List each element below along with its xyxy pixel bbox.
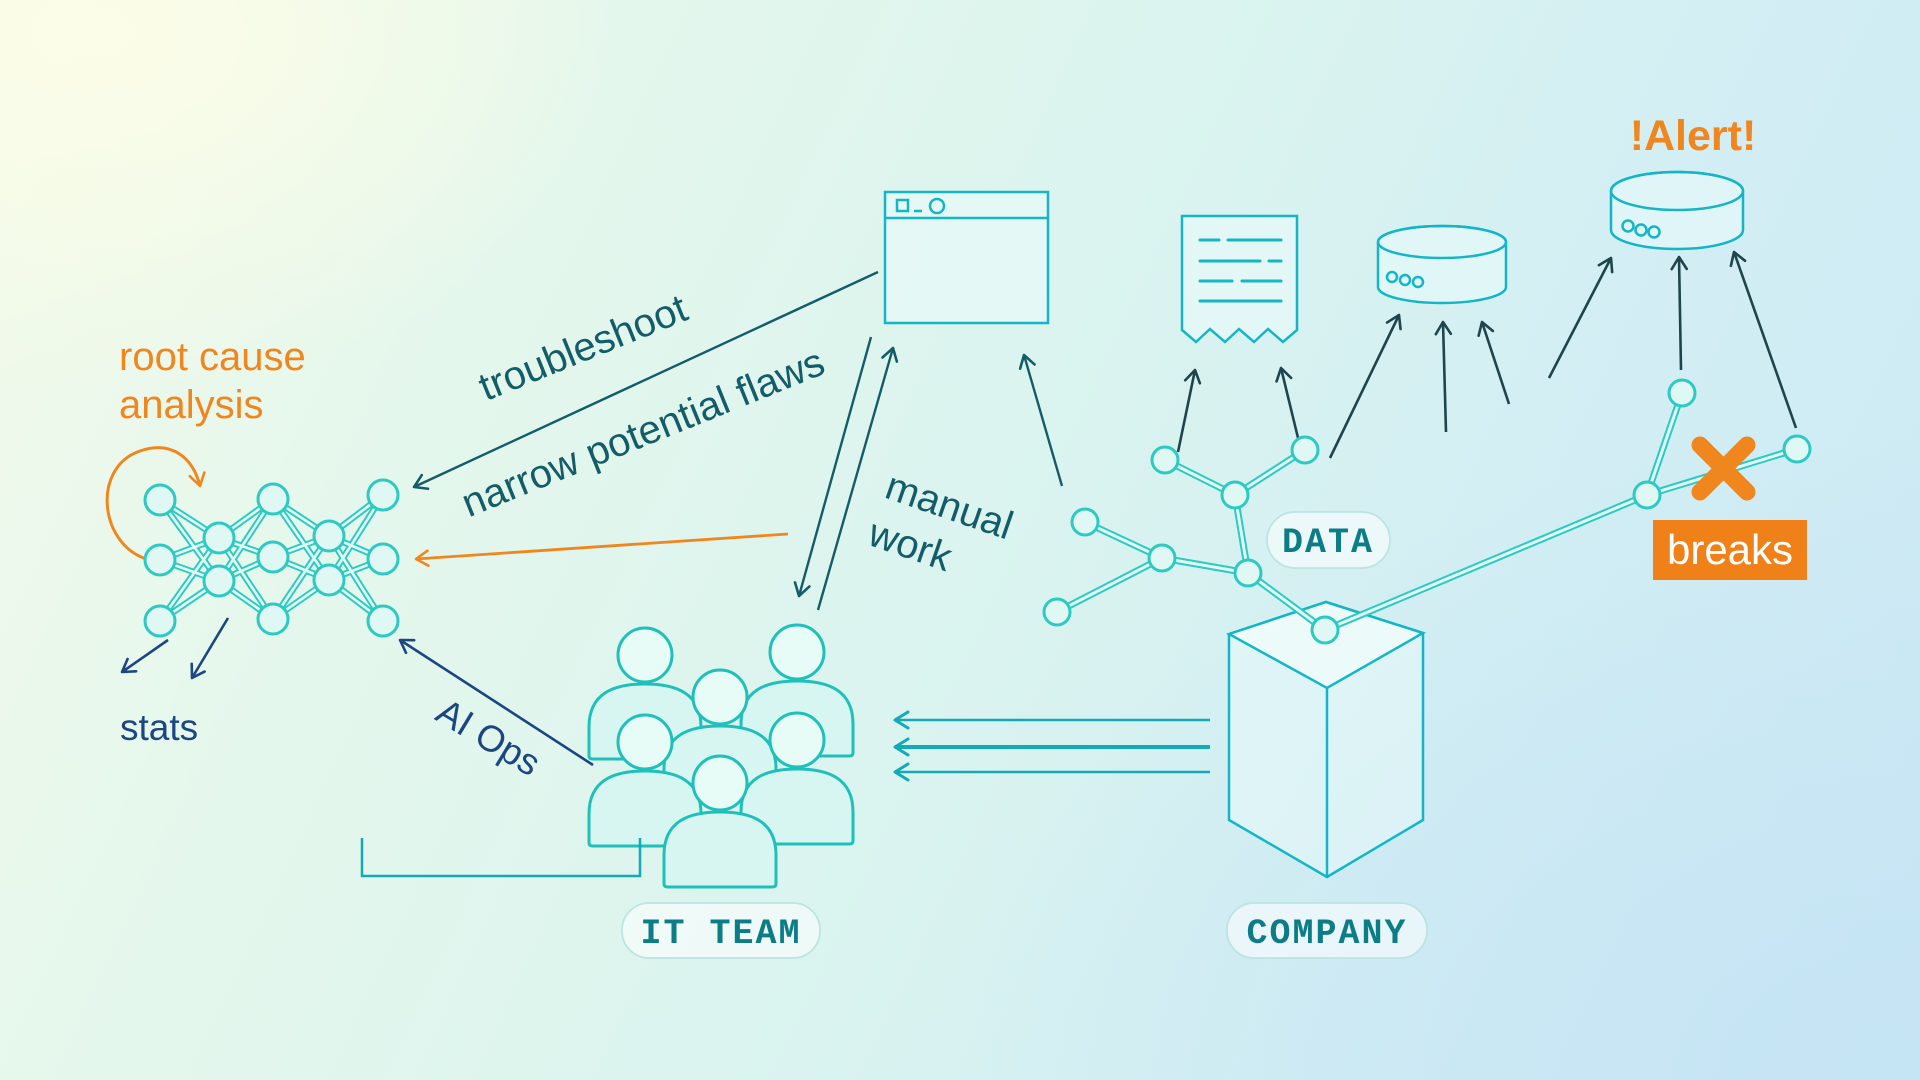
data-network-icon <box>1053 389 1801 634</box>
troubleshoot-arrow <box>412 270 879 491</box>
company-cube-icon <box>1225 600 1427 879</box>
feedback-arrow <box>414 532 789 567</box>
dg-node <box>1070 507 1100 537</box>
database-alert-icon <box>1609 170 1745 251</box>
nn-node <box>143 543 177 577</box>
manual-work-arrow-up <box>816 346 899 611</box>
company-to-team-arrows <box>893 710 1210 782</box>
data-pill: DATA <box>1266 511 1391 569</box>
dg-node <box>1042 597 1072 627</box>
nn-node <box>202 564 236 598</box>
dg-node <box>1667 378 1697 408</box>
aiops-label: AI Ops <box>429 691 547 784</box>
dg-node <box>1233 558 1263 588</box>
company-pill-label: COMPANY <box>1246 914 1407 954</box>
dg-node <box>1632 480 1662 510</box>
breaks-badge: breaks <box>1653 520 1807 580</box>
stats-arrow-right <box>190 617 230 680</box>
data-pill-label: DATA <box>1282 523 1374 563</box>
loop-arrow-icon <box>105 446 206 562</box>
nn-node <box>366 542 400 576</box>
alert-label: !Alert! <box>1630 112 1757 160</box>
root-cause-label-line1: root cause <box>119 335 306 379</box>
nn-node <box>366 604 400 638</box>
stats-label: stats <box>120 707 198 748</box>
breaks-label: breaks <box>1667 526 1793 573</box>
network-to-artifact-arrows <box>1176 250 1798 459</box>
nn-node <box>366 478 400 512</box>
team-icon <box>587 623 855 889</box>
dg-node <box>1220 480 1250 510</box>
nn-node <box>256 602 290 636</box>
dg-node <box>1290 435 1320 465</box>
aiops-arrow <box>398 638 594 767</box>
database-small-icon <box>1376 224 1508 305</box>
nn-node <box>312 519 346 553</box>
troubleshoot-label: troubleshoot <box>473 286 694 409</box>
nn-node <box>143 483 177 517</box>
it-team-pill-label: IT TEAM <box>640 914 801 954</box>
break-x-icon <box>1691 436 1756 501</box>
manual-work-arrow-down <box>793 336 873 598</box>
dg-node <box>1782 434 1812 464</box>
browser-window-icon <box>883 190 1050 325</box>
receipt-icon <box>1180 214 1299 344</box>
dg-node <box>1147 543 1177 573</box>
company-pill: COMPANY <box>1226 902 1428 959</box>
nn-node <box>312 563 346 597</box>
nn-node <box>143 604 177 638</box>
dg-node <box>1150 445 1180 475</box>
scope-bracket <box>360 838 642 878</box>
graph-to-browser-arrow <box>1018 353 1064 487</box>
dg-node <box>1310 615 1340 645</box>
nn-node <box>202 521 236 555</box>
root-cause-label-line2: analysis <box>119 383 264 427</box>
it-team-pill: IT TEAM <box>621 902 821 959</box>
stats-arrow-left <box>120 638 169 674</box>
nn-node <box>256 482 290 516</box>
nn-node <box>256 540 290 574</box>
